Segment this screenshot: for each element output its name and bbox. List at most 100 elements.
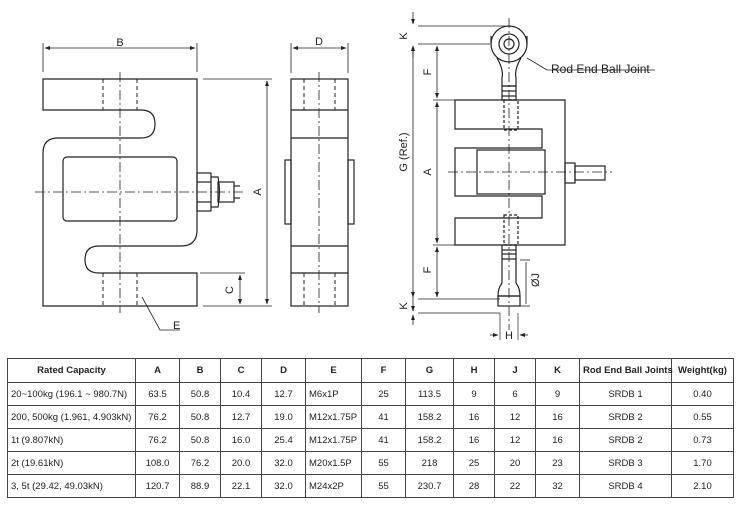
- table-cell: 32: [535, 474, 580, 498]
- side-view: [284, 43, 355, 313]
- table-cell: 16: [535, 405, 580, 429]
- table-cell: SRDB 2: [579, 405, 672, 429]
- table-cell: 2.10: [671, 474, 734, 498]
- label-b: B: [116, 37, 123, 49]
- table-cell: SRDB 1: [579, 382, 672, 406]
- table-cell: 50.8: [179, 382, 221, 406]
- label-f-top: F: [422, 68, 434, 75]
- table-cell: 50.8: [179, 405, 221, 429]
- label-a-assembly: A: [422, 168, 434, 176]
- header-cell: J: [494, 358, 536, 383]
- header-cell: H: [453, 358, 495, 383]
- label-e: E: [173, 320, 180, 332]
- table-row: 2t (19.61kN) 108.0 76.2 20.0 32.0 M20x1.…: [7, 451, 734, 475]
- table-cell: 3, 5t (29.42, 49.03kN): [7, 474, 136, 498]
- table-cell: 50.8: [179, 428, 221, 452]
- table-cell: 25.4: [261, 428, 306, 452]
- label-phi-j: ØJ: [530, 273, 542, 287]
- table-cell: 9: [535, 382, 580, 406]
- table-cell: 10.4: [220, 382, 262, 406]
- table-cell: 88.9: [179, 474, 221, 498]
- table-cell: 6: [494, 382, 536, 406]
- table-cell: M6x1P: [305, 382, 362, 406]
- table-cell: 41: [361, 428, 406, 452]
- header-cell: F: [361, 358, 406, 383]
- table-cell: 0.73: [671, 428, 734, 452]
- table-cell: 16: [535, 428, 580, 452]
- table-cell: 16.0: [220, 428, 262, 452]
- table-cell: 12: [494, 428, 536, 452]
- table-row: 3, 5t (29.42, 49.03kN) 120.7 88.9 22.1 3…: [7, 474, 734, 498]
- table-cell: 55: [361, 474, 406, 498]
- header-cell: A: [135, 358, 180, 383]
- table-cell: 2t (19.61kN): [7, 451, 136, 475]
- header-cell: Weight(kg): [671, 358, 734, 383]
- label-f-bottom: F: [422, 266, 434, 273]
- table-cell: M12x1.75P: [305, 428, 362, 452]
- table-cell: 55: [361, 451, 406, 475]
- label-k-bottom: K: [398, 302, 410, 310]
- table-cell: M12x1.75P: [305, 405, 362, 429]
- table-cell: 16: [453, 405, 495, 429]
- table-cell: 28: [453, 474, 495, 498]
- label-rod-end: Rod End Ball Joint: [551, 62, 650, 76]
- table-cell: 76.2: [135, 428, 180, 452]
- header-cell: B: [179, 358, 221, 383]
- table-cell: 1t (9.807kN): [7, 428, 136, 452]
- table-cell: 0.40: [671, 382, 734, 406]
- label-d: D: [315, 36, 323, 48]
- label-a: A: [252, 188, 264, 196]
- table-cell: 25: [453, 451, 495, 475]
- table-cell: 12.7: [261, 382, 306, 406]
- technical-drawing: B A C E D: [35, 12, 655, 342]
- header-cell: D: [261, 358, 306, 383]
- table-cell: 76.2: [135, 405, 180, 429]
- table-cell: SRDB 4: [579, 474, 672, 498]
- table-header-row: Rated Capacity A B C D E F G H J K Rod E…: [7, 358, 734, 383]
- table-cell: 20.0: [220, 451, 262, 475]
- table-cell: 113.5: [405, 382, 454, 406]
- table-cell: 108.0: [135, 451, 180, 475]
- table-cell: 25: [361, 382, 406, 406]
- assembly-view: [411, 12, 655, 340]
- table-cell: 12: [494, 405, 536, 429]
- table-cell: 23: [535, 451, 580, 475]
- table-cell: 22: [494, 474, 536, 498]
- table-cell: 158.2: [405, 405, 454, 429]
- table-cell: 19.0: [261, 405, 306, 429]
- header-cell: E: [305, 358, 362, 383]
- table-cell: 32.0: [261, 451, 306, 475]
- table-cell: 22.1: [220, 474, 262, 498]
- header-cell: G: [405, 358, 454, 383]
- table-cell: 120.7: [135, 474, 180, 498]
- table-cell: 20: [494, 451, 536, 475]
- table-cell: 76.2: [179, 451, 221, 475]
- table-cell: 158.2: [405, 428, 454, 452]
- header-cell: Rod End Ball Joints: [579, 358, 673, 383]
- table-cell: 20~100kg (196.1 ~ 980.7N): [7, 382, 136, 406]
- table-cell: 1.70: [671, 451, 734, 475]
- table-row: 1t (9.807kN) 76.2 50.8 16.0 25.4 M12x1.7…: [7, 428, 734, 452]
- table-cell: 63.5: [135, 382, 180, 406]
- table-row: 200, 500kg (1.961, 4.903kN) 76.2 50.8 12…: [7, 405, 734, 429]
- table-cell: M24x2P: [305, 474, 362, 498]
- header-cell: Rated Capacity: [7, 358, 136, 383]
- table-cell: 230.7: [405, 474, 454, 498]
- label-g-ref: G (Ref.): [398, 132, 410, 171]
- label-k-top: K: [398, 32, 410, 40]
- specification-table: Rated Capacity A B C D E F G H J K Rod E…: [7, 358, 734, 498]
- table-cell: 41: [361, 405, 406, 429]
- label-h: H: [505, 330, 513, 342]
- table-cell: SRDB 2: [579, 428, 672, 452]
- table-cell: 16: [453, 428, 495, 452]
- label-c: C: [224, 286, 236, 294]
- table-cell: 9: [453, 382, 495, 406]
- table-cell: M20x1.5P: [305, 451, 362, 475]
- header-cell: C: [220, 358, 262, 383]
- front-view: [35, 43, 272, 331]
- table-cell: 200, 500kg (1.961, 4.903kN): [7, 405, 136, 429]
- table-cell: SRDB 3: [579, 451, 672, 475]
- table-cell: 12.7: [220, 405, 262, 429]
- table-cell: 0.55: [671, 405, 734, 429]
- header-cell: K: [535, 358, 580, 383]
